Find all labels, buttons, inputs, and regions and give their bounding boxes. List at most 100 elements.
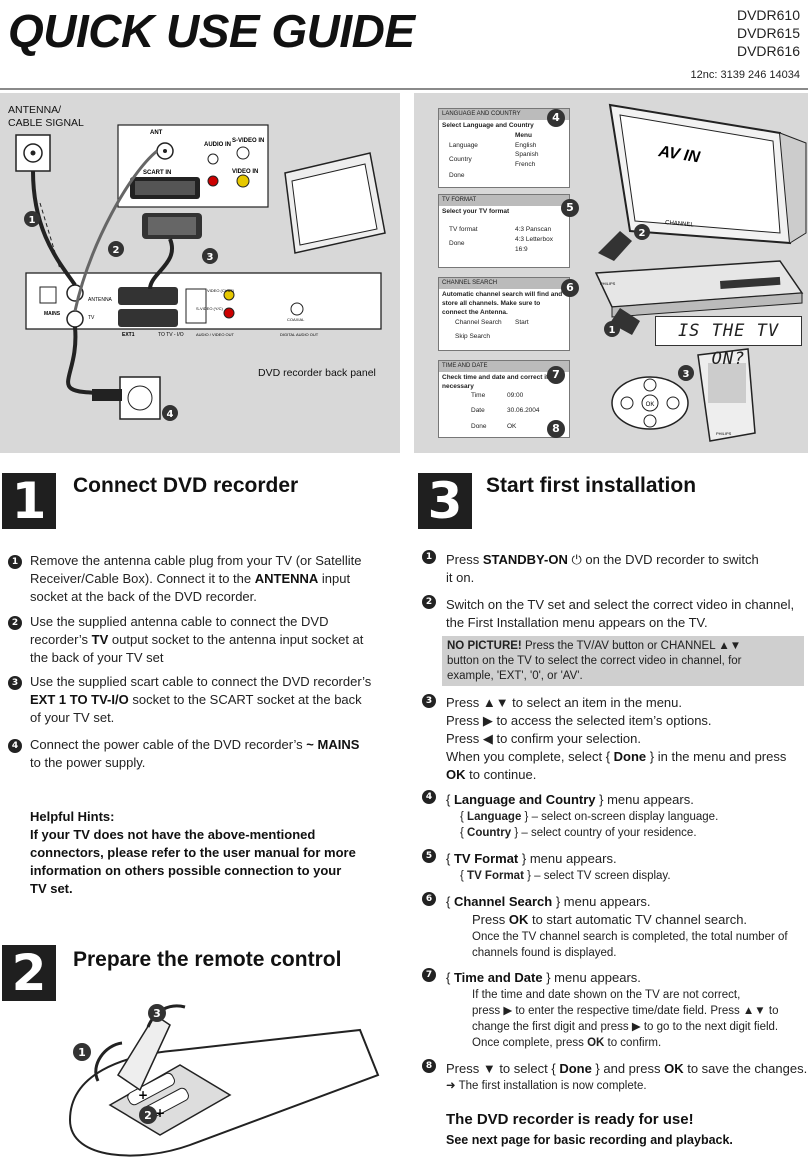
- remote-brand: PHILIPS: [716, 431, 732, 436]
- menu-sub: Automatic channel search will find and s…: [442, 291, 563, 316]
- power-icon: ⏻: [571, 552, 582, 567]
- step-bullet: 6: [422, 892, 436, 906]
- section3-step1-text: Press STANDBY-ON ⏻ on the DVD recorder t…: [446, 552, 759, 585]
- step-badge: 1: [73, 1043, 91, 1061]
- model-item: DVDR615: [736, 25, 800, 41]
- menu-option: French: [515, 161, 536, 168]
- menu-row: Country: [449, 156, 472, 163]
- step-badge: 3: [202, 248, 218, 264]
- step-bullet: 2: [422, 595, 436, 609]
- section-title: Prepare the remote control: [73, 948, 342, 971]
- svg-text:2: 2: [639, 228, 646, 239]
- menu-head: TV FORMAT: [439, 195, 569, 206]
- recorder-cvbs-label: VIDEO (CVBS): [207, 288, 235, 293]
- tv-scart-label: SCART IN: [143, 170, 171, 176]
- menu-row: Skip Search: [455, 333, 491, 340]
- next-page-note: See next page for basic recording and pl…: [446, 1133, 733, 1147]
- section3-step8-text: Press ▼ to select { Done } and press OK …: [446, 1061, 808, 1076]
- section1-step1-text: Remove the antenna cable plug from your …: [30, 553, 362, 604]
- menu-step-badge: 4: [547, 109, 565, 127]
- step-bullet: 4: [8, 739, 22, 753]
- menu-row: TV format: [449, 226, 478, 233]
- step-bullet: 1: [422, 550, 436, 564]
- menu-row: Time: [471, 392, 486, 399]
- section3-step2-text: Switch on the TV set and select the corr…: [446, 597, 795, 630]
- step-bullet: 4: [422, 790, 436, 804]
- language-menu-screen: LANGUAGE AND COUNTRY Select Language and…: [438, 108, 570, 188]
- section1-step4-text: Connect the power cable of the DVD recor…: [30, 737, 360, 770]
- section3-step7-title: { Time and Date } menu appears.: [446, 970, 641, 985]
- svg-text:3: 3: [153, 1007, 161, 1020]
- menu-row: Date: [471, 407, 485, 414]
- recorder-mains-label: MAINS: [44, 311, 61, 317]
- section-number: 3: [418, 473, 472, 529]
- model-list: DVDR610 DVDR615 DVDR616: [737, 6, 800, 60]
- svg-text:1: 1: [29, 215, 36, 226]
- part-code: 12nc: 3139 246 14034: [690, 69, 801, 81]
- menu-sub: Select Language and Country: [442, 122, 534, 129]
- step-badge: 2: [108, 241, 124, 257]
- antenna-label: ANTENNA/ CABLE SIGNAL: [8, 104, 84, 129]
- no-picture-note: NO PICTURE! Press the TV/AV button or CH…: [442, 636, 804, 686]
- model-item: DVDR616: [736, 43, 800, 59]
- menu-row: Done: [449, 172, 465, 179]
- ok-button-label: OK: [646, 402, 655, 408]
- page-title: QUICK USE GUIDE: [8, 5, 415, 57]
- step-badge: 1: [604, 321, 620, 337]
- header-divider: [0, 88, 808, 90]
- menu-step-badge: 5: [561, 199, 579, 217]
- hand-icon: [610, 308, 640, 335]
- section-number: 1: [2, 473, 56, 529]
- step-bullet: 1: [8, 555, 22, 569]
- step-badge: 2: [139, 1106, 157, 1124]
- tv-channel-label: CHANNEL: [665, 220, 695, 229]
- menu-head: LANGUAGE AND COUNTRY: [439, 109, 569, 120]
- recorder-antenna-label: ANTENNA: [88, 297, 113, 303]
- svg-text:4: 4: [167, 409, 174, 420]
- svg-text:2: 2: [144, 1109, 152, 1122]
- helpful-hints: Helpful Hints: If your TV does not have …: [30, 809, 356, 896]
- recorder-coaxial-label: COAXIAL: [287, 317, 305, 322]
- step-bullet: 8: [422, 1059, 436, 1073]
- step-bullet: 7: [422, 968, 436, 982]
- tv-svideo-label: S-VIDEO IN: [232, 138, 264, 144]
- step-bullet: 5: [422, 849, 436, 863]
- lcd-display-message: IS THE TV ON?: [655, 316, 802, 369]
- recorder-back-panel: ANTENNA MAINS TV EXT1 TO TV - I/O VIDEO …: [25, 272, 382, 338]
- section-number: 2: [2, 945, 56, 1001]
- menu-option: 4:3 Panscan: [515, 226, 552, 233]
- scart-plug-icon: [142, 213, 202, 239]
- tv-video-label: VIDEO IN: [232, 169, 258, 175]
- back-panel-caption: DVD recorder back panel: [258, 367, 376, 379]
- channel-search-menu-screen: CHANNEL SEARCH Automatic channel search …: [438, 277, 570, 351]
- dvd-recorder-front: PHILIPS: [594, 260, 804, 318]
- menu-title: Menu: [515, 132, 532, 139]
- menu-value: 30.06.2004: [507, 407, 540, 414]
- tv-screen-text: AV IN: [656, 143, 701, 167]
- menu-row: Language: [449, 142, 478, 149]
- recorder-ext1-label: EXT1: [122, 332, 135, 338]
- recorder-svideo-label: S-VIDEO (Y/C): [196, 306, 224, 311]
- menu-step-badge: 8: [547, 420, 565, 438]
- tv-format-menu-screen: TV FORMAT Select your TV format TV forma…: [438, 194, 570, 268]
- menu-option: English: [515, 142, 537, 149]
- section3-step8-result: ➜ The first installation is now complete…: [446, 1080, 647, 1092]
- menu-option: Start: [515, 319, 529, 326]
- section3-step6-title: { Channel Search } menu appears.: [446, 894, 651, 909]
- recorder-tv-label: TV: [88, 315, 95, 321]
- menu-row: Done: [449, 240, 465, 247]
- svg-text:2: 2: [113, 245, 120, 256]
- section3-step3-text: Press ▲▼ to select an item in the menu. …: [446, 695, 787, 782]
- hand-icon: [598, 231, 632, 261]
- model-item: DVDR610: [736, 7, 800, 23]
- section-title: Start first installation: [486, 474, 697, 497]
- step-badge: 4: [162, 405, 178, 421]
- svg-text:3: 3: [683, 369, 690, 380]
- remote-control-icon: PHILIPS: [697, 348, 756, 442]
- svg-text:3: 3: [207, 252, 214, 263]
- remote-battery-illustration: + + 1 2 3: [68, 1004, 380, 1157]
- recorder-brand: PHILIPS: [600, 281, 616, 286]
- menu-head: CHANNEL SEARCH: [439, 278, 569, 289]
- recorder-av-out-label: AUDIO / VIDEO OUT: [196, 332, 235, 337]
- section3-step4-title: { Language and Country } menu appears.: [446, 792, 694, 807]
